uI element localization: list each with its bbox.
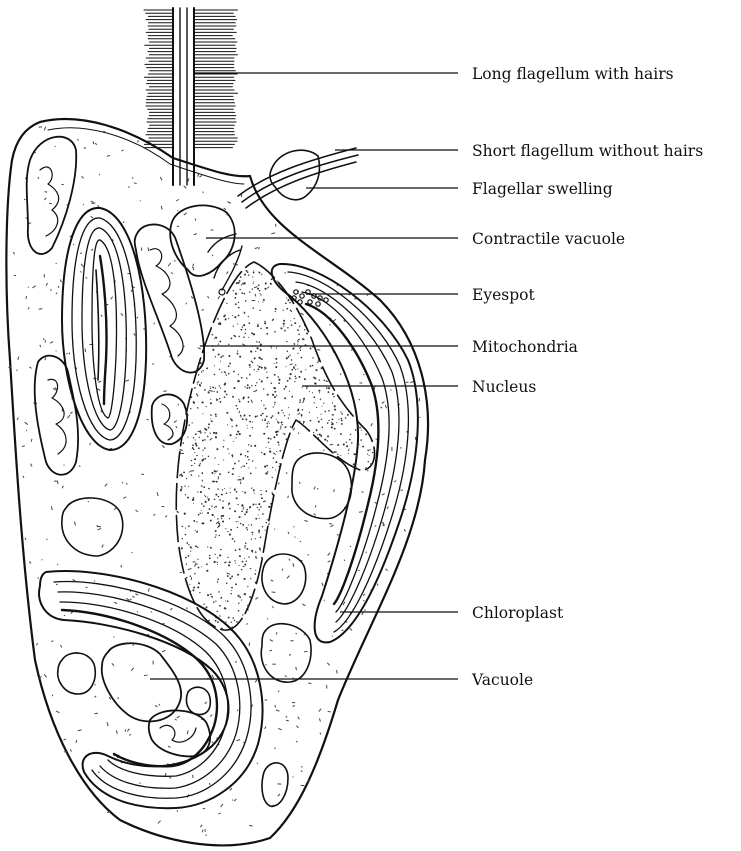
mitochondrion-upper-left bbox=[27, 137, 77, 254]
label-chloroplast: Chloroplast bbox=[472, 604, 564, 622]
label-nucleus: Nucleus bbox=[472, 378, 536, 396]
label-mitochondria: Mitochondria bbox=[472, 338, 578, 356]
label-vacuole: Vacuole bbox=[471, 671, 533, 689]
mitochondrion-mid-left bbox=[35, 356, 78, 475]
label-long-flagellum: Long flagellum with hairs bbox=[472, 65, 674, 83]
label-short-flagellum: Short flagellum without hairs bbox=[472, 142, 703, 160]
vacuole-main bbox=[102, 643, 181, 721]
label-flagellar-swelling: Flagellar swelling bbox=[472, 180, 613, 198]
nucleus bbox=[176, 262, 374, 630]
contractile-vacuole bbox=[170, 205, 242, 295]
mitochondrion-center bbox=[135, 224, 204, 372]
label-contractile-vacuole: Contractile vacuole bbox=[472, 230, 625, 248]
chloroplast-upper-left bbox=[62, 208, 146, 450]
chloroplast-lower bbox=[39, 571, 262, 808]
label-eyespot: Eyespot bbox=[472, 286, 535, 304]
chloroplast-right bbox=[272, 264, 418, 642]
long-flagellum bbox=[144, 8, 238, 185]
